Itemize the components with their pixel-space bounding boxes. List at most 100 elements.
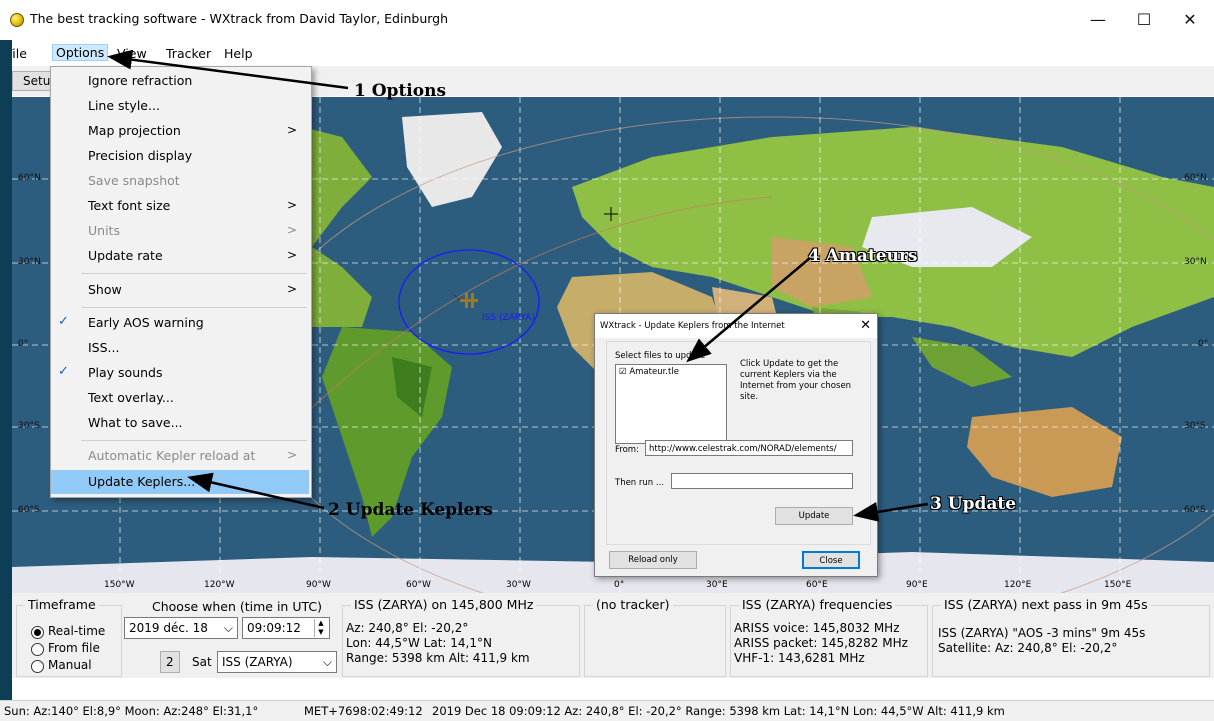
menu-update-rate[interactable]: Update rate> — [88, 248, 297, 263]
menu-ignore-refraction[interactable]: Ignore refraction — [88, 73, 193, 88]
tracker-title: (no tracker) — [593, 597, 673, 612]
hint-text-line: Internet from your chosen — [740, 381, 852, 391]
title-bar: The best tracking software - WXtrack fro… — [0, 0, 1214, 38]
freq-vhf: VHF-1: 143,6281 MHz — [734, 651, 865, 665]
hint-text-line: current Keplers via the — [740, 370, 837, 380]
satellite-select[interactable]: ISS (ZARYA) ⌵ — [217, 651, 337, 673]
menu-tracker[interactable]: Tracker — [166, 46, 212, 61]
minimize-button[interactable]: — — [1090, 9, 1106, 29]
menu-update-keplers[interactable]: Update Keplers... — [51, 470, 309, 494]
lat-label-right: 0° — [1198, 339, 1209, 349]
number-button[interactable]: 2 — [160, 651, 180, 673]
menu-iss[interactable]: ISS... — [88, 340, 120, 355]
choose-when-title: Choose when (time in UTC) — [152, 599, 322, 614]
maximize-button[interactable]: ☐ — [1136, 9, 1152, 29]
submenu-arrow-icon: > — [286, 282, 297, 296]
menu-units: Units> — [88, 223, 297, 238]
lat-label: 30°S — [18, 421, 40, 431]
hint-text-line: site. — [740, 392, 759, 402]
menu-show[interactable]: Show> — [88, 282, 297, 297]
spinner-icon: ▲▼ — [314, 619, 327, 637]
manual-label: Manual — [48, 658, 92, 672]
then-run-input[interactable] — [671, 473, 853, 489]
left-edge — [0, 40, 12, 700]
from-url-input[interactable]: http://www.celestrak.com/NORAD/elements/ — [645, 440, 853, 456]
menu-help[interactable]: Help — [224, 46, 253, 61]
update-keplers-dialog: WXtrack - Update Keplers from the Intern… — [594, 313, 878, 577]
status-bar: Sun: Az:140° El:8,9° Moon: Az:248° El:31… — [0, 700, 1214, 721]
radio-realtime[interactable] — [31, 626, 44, 639]
menu-options[interactable]: Options — [52, 44, 109, 61]
status-info: 2019 Dec 18 09:09:12 Az: 240,8° El: -20,… — [432, 704, 1005, 718]
chevron-down-icon: ⌵ — [223, 621, 233, 635]
menu-separator — [81, 273, 307, 274]
dialog-close-button[interactable]: Close — [802, 551, 860, 569]
time-input[interactable]: 09:09:12 ▲▼ — [242, 617, 330, 639]
checkbox-checked-icon[interactable]: ☑ — [619, 367, 627, 377]
menu-early-aos-warning[interactable]: ✓Early AOS warning — [58, 314, 204, 330]
from-label: From: — [615, 445, 639, 455]
next-pass-group: ISS (ZARYA) next pass in 9m 45s — [932, 597, 1210, 677]
file-item-amateur[interactable]: ☑ Amateur.tle — [619, 367, 679, 377]
lat-label-right: 60°S — [1184, 505, 1206, 515]
annotation-update: 3 Update — [930, 494, 1017, 514]
setup-button[interactable]: Setu — [12, 71, 52, 91]
dialog-title: WXtrack - Update Keplers from the Intern… — [600, 321, 785, 331]
menu-play-sounds[interactable]: ✓Play sounds — [58, 364, 163, 380]
annotation-update-keplers: 2 Update Keplers — [328, 500, 493, 520]
radio-manual[interactable] — [31, 660, 44, 673]
menu-map-projection[interactable]: Map projection> — [88, 123, 297, 138]
chevron-down-icon: ⌵ — [322, 655, 332, 669]
dialog-title-bar: WXtrack - Update Keplers from the Intern… — [595, 314, 877, 338]
status-sun-moon: Sun: Az:140° El:8,9° Moon: Az:248° El:31… — [4, 704, 259, 718]
dialog-close-icon[interactable]: ✕ — [860, 318, 871, 333]
iss-status-group: ISS (ZARYA) on 145,800 MHz — [342, 597, 580, 677]
lon-label: 30°E — [706, 580, 728, 590]
submenu-arrow-icon: > — [286, 448, 297, 462]
menu-view[interactable]: View — [117, 46, 147, 61]
close-window-button[interactable]: ✕ — [1183, 9, 1197, 29]
tracker-group: (no tracker) — [584, 597, 726, 677]
lon-label: 30°W — [506, 580, 531, 590]
check-icon: ✓ — [58, 314, 69, 329]
hint-text-line: Click Update to get the — [740, 359, 839, 369]
lat-label: 0° — [18, 339, 29, 349]
menu-what-to-save[interactable]: What to save... — [88, 415, 183, 430]
lat-label: 60°N — [18, 173, 41, 183]
lon-label: 150°W — [104, 580, 135, 590]
then-run-label: Then run ... — [615, 478, 664, 488]
lon-label: 90°W — [306, 580, 331, 590]
iss-az-el: Az: 240,8° El: -20,2° — [346, 621, 469, 635]
menu-line-style[interactable]: Line style... — [88, 98, 160, 113]
freq-packet: ARISS packet: 145,8282 MHz — [734, 636, 908, 650]
lon-label: 60°E — [806, 580, 828, 590]
date-picker[interactable]: 2019 déc. 18 ⌵ — [124, 617, 238, 639]
radio-from-file[interactable] — [31, 643, 44, 656]
iss-footprint — [398, 249, 540, 355]
submenu-arrow-icon: > — [286, 123, 297, 137]
reload-only-button[interactable]: Reload only — [609, 551, 697, 569]
iss-range-alt: Range: 5398 km Alt: 411,9 km — [346, 651, 530, 665]
app-icon — [10, 13, 24, 27]
lat-label: 60°S — [18, 505, 40, 515]
lon-label: 0° — [614, 580, 625, 590]
update-button[interactable]: Update — [775, 507, 853, 525]
timeframe-title: Timeframe — [25, 597, 99, 612]
menu-text-font-size[interactable]: Text font size> — [88, 198, 297, 213]
menu-save-snapshot: Save snapshot — [88, 173, 180, 188]
crosshair-icon — [604, 207, 618, 221]
next-pass-title: ISS (ZARYA) next pass in 9m 45s — [941, 597, 1151, 612]
frequencies-group: ISS (ZARYA) frequencies — [730, 597, 928, 677]
menu-precision-display[interactable]: Precision display — [88, 148, 193, 163]
next-pass-aos: ISS (ZARYA) "AOS -3 mins" 9m 45s — [938, 626, 1146, 640]
files-list[interactable]: ☑ Amateur.tle — [615, 364, 727, 444]
submenu-arrow-icon: > — [286, 248, 297, 262]
next-pass-satellite: Satellite: Az: 240,8° El: -20,2° — [938, 641, 1118, 655]
lon-label: 150°E — [1104, 580, 1132, 590]
realtime-label: Real-time — [48, 624, 106, 638]
lat-label-right: 30°S — [1184, 421, 1206, 431]
menu-text-overlay[interactable]: Text overlay... — [88, 390, 174, 405]
menu-bar: File Options View Tracker Help — [0, 44, 1214, 64]
timeframe-group: Timeframe — [16, 597, 122, 677]
lon-label: 120°W — [204, 580, 235, 590]
